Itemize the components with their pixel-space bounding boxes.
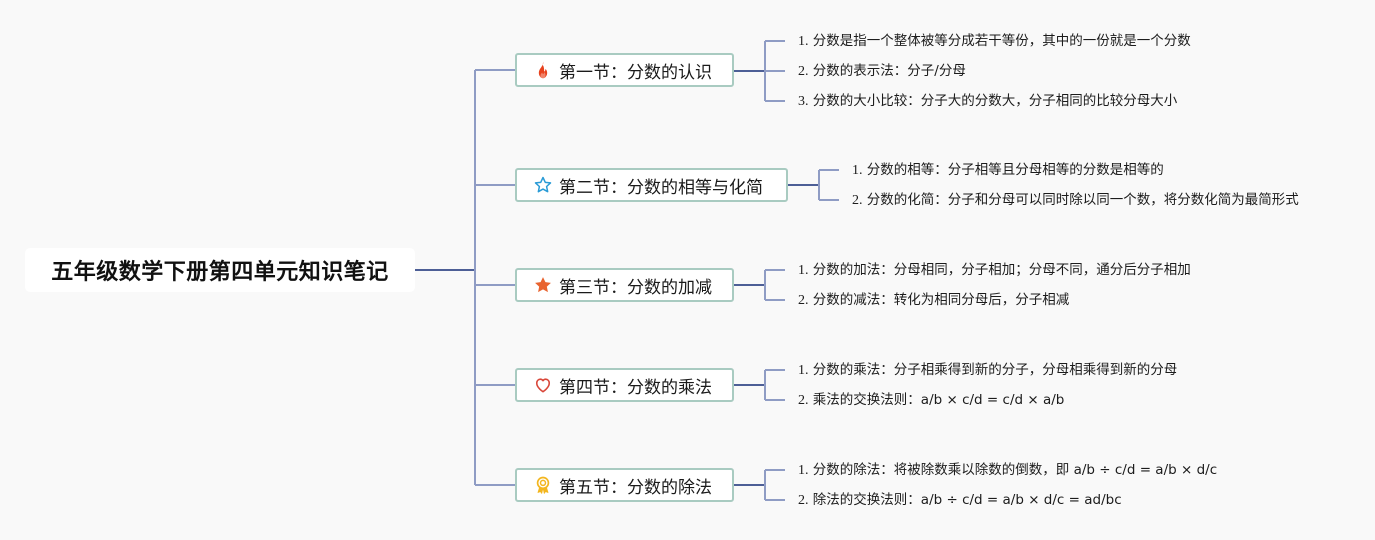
- section-node-2[interactable]: 第二节：分数的相等与化简: [515, 168, 788, 202]
- section-title: 第一节：分数的认识: [559, 62, 712, 83]
- leaf-text: 除法的交换法则：a/b ÷ c/d = a/b × d/c = ad/bc: [812, 492, 1122, 508]
- leaf-text: 分数的除法：将被除数乘以除数的倒数，即 a/b ÷ c/d = a/b × d/…: [812, 462, 1218, 478]
- leaf-text: 分数的化简：分子和分母可以同时除以同一个数，将分数化简为最简形式: [866, 192, 1299, 208]
- leaf-number: 1.: [852, 163, 863, 178]
- section-title: 第二节：分数的相等与化简: [559, 177, 763, 198]
- leaf-item[interactable]: 2. 分数的表示法：分子/分母: [798, 62, 966, 81]
- section-node-4[interactable]: 第四节：分数的乘法: [515, 368, 734, 402]
- leaf-item[interactable]: 2. 除法的交换法则：a/b ÷ c/d = a/b × d/c = ad/bc: [798, 491, 1122, 510]
- section-node-3[interactable]: 第三节：分数的加减: [515, 268, 734, 302]
- leaf-item[interactable]: 1. 分数的除法：将被除数乘以除数的倒数，即 a/b ÷ c/d = a/b ×…: [798, 461, 1217, 480]
- leaf-number: 2.: [798, 293, 809, 308]
- leaf-number: 2.: [852, 193, 863, 208]
- leaf-text: 乘法的交换法则：a/b × c/d = c/d × a/b: [812, 392, 1065, 408]
- leaf-number: 2.: [798, 393, 809, 408]
- section-title: 第五节：分数的除法: [559, 477, 712, 498]
- leaf-text: 分数的加法：分母相同，分子相加；分母不同，通分后分子相加: [812, 262, 1191, 278]
- leaf-item[interactable]: 1. 分数的乘法：分子相乘得到新的分子，分母相乘得到新的分母: [798, 361, 1177, 380]
- leaf-item[interactable]: 1. 分数的相等：分子相等且分母相等的分数是相等的: [852, 161, 1164, 180]
- section-node-5[interactable]: 第五节：分数的除法: [515, 468, 734, 502]
- leaf-text: 分数是指一个整体被等分成若干等份，其中的一份就是一个分数: [812, 33, 1191, 49]
- leaf-item[interactable]: 2. 乘法的交换法则：a/b × c/d = c/d × a/b: [798, 391, 1064, 410]
- leaf-text: 分数的相等：分子相等且分母相等的分数是相等的: [866, 162, 1164, 178]
- leaf-text: 分数的减法：转化为相同分母后，分子相减: [812, 292, 1070, 308]
- leaf-number: 3.: [798, 94, 809, 109]
- leaf-item[interactable]: 1. 分数是指一个整体被等分成若干等份，其中的一份就是一个分数: [798, 32, 1191, 51]
- leaf-number: 2.: [798, 64, 809, 79]
- section-node-1[interactable]: 第一节：分数的认识: [515, 53, 734, 87]
- heart-outline-icon: [533, 375, 553, 395]
- leaf-number: 1.: [798, 463, 809, 478]
- star-filled-icon: [533, 275, 553, 295]
- award-medal-icon: [533, 475, 553, 495]
- root-topic-title: 五年级数学下册第四单元知识笔记: [51, 260, 389, 285]
- leaf-text: 分数的乘法：分子相乘得到新的分子，分母相乘得到新的分母: [812, 362, 1178, 378]
- section-title: 第四节：分数的乘法: [559, 377, 712, 398]
- leaf-item[interactable]: 2. 分数的减法：转化为相同分母后，分子相减: [798, 291, 1069, 310]
- fire-icon: [533, 60, 553, 80]
- leaf-text: 分数的大小比较：分子大的分数大，分子相同的比较分母大小: [812, 93, 1178, 109]
- leaf-number: 2.: [798, 493, 809, 508]
- leaf-number: 1.: [798, 363, 809, 378]
- section-title: 第三节：分数的加减: [559, 277, 712, 298]
- leaf-number: 1.: [798, 263, 809, 278]
- leaf-item[interactable]: 2. 分数的化简：分子和分母可以同时除以同一个数，将分数化简为最简形式: [852, 191, 1299, 210]
- leaf-number: 1.: [798, 34, 809, 49]
- leaf-text: 分数的表示法：分子/分母: [812, 63, 966, 79]
- star-outline-icon: [533, 175, 553, 195]
- root-topic[interactable]: 五年级数学下册第四单元知识笔记: [25, 248, 415, 292]
- leaf-item[interactable]: 3. 分数的大小比较：分子大的分数大，分子相同的比较分母大小: [798, 92, 1177, 111]
- leaf-item[interactable]: 1. 分数的加法：分母相同，分子相加；分母不同，通分后分子相加: [798, 261, 1191, 280]
